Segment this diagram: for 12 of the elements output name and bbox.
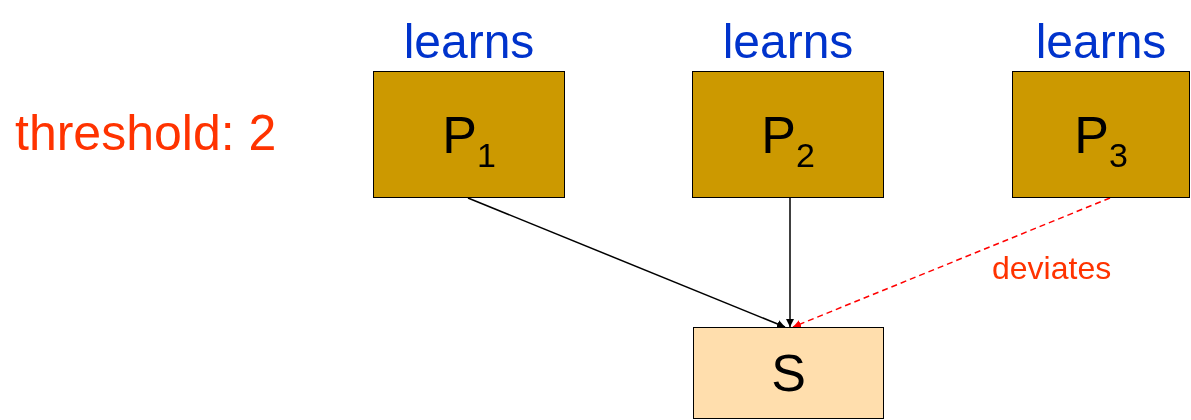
arrow	[467, 197, 786, 328]
process-box	[693, 327, 884, 419]
arrow	[792, 197, 1111, 328]
node-label: S	[771, 343, 806, 403]
node-heading: learns	[1035, 14, 1167, 70]
node-label: P$_{1}$	[442, 104, 496, 165]
arrow	[786, 197, 794, 328]
node-label: P$_{2}$	[761, 104, 815, 165]
node-heading: learns	[722, 14, 854, 70]
threshold-label: threshold: 2	[15, 104, 277, 162]
node-heading: learns	[403, 14, 535, 70]
node-label: P$_{3}$	[1074, 104, 1128, 165]
